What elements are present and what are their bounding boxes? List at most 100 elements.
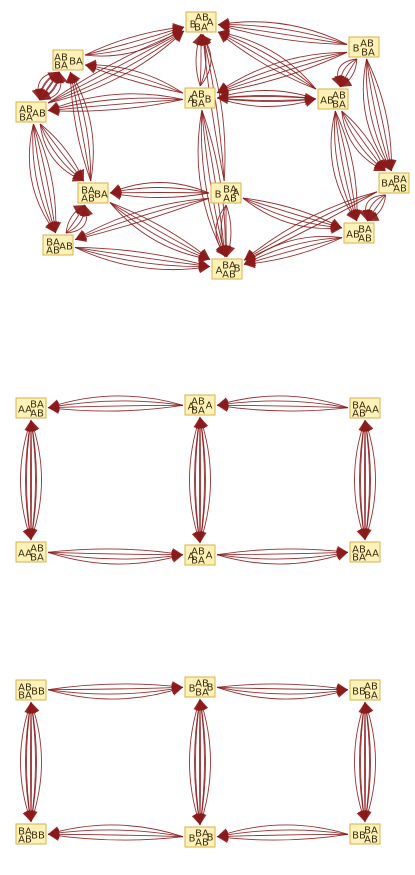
node-label-part: BA [94,190,108,201]
arrowhead-p2-to-p3-4 [336,688,348,698]
edge-n10-to-n11-4 [74,246,211,271]
edge-n3-to-n1-3 [217,24,348,45]
edge-n5-to-n2-3 [84,64,184,94]
node-label-part: BA [69,57,83,68]
edge-n10-to-n11-3 [74,246,211,268]
edge-p6-to-p5-2 [216,833,349,838]
node-label-part: AB [223,194,237,205]
edge-p6-to-p3-1 [360,701,366,823]
node-box [349,541,381,563]
node-label-part: BA [46,238,60,249]
node-label-part: BA [393,175,407,186]
edge-n7-to-n2-2 [69,71,92,182]
edge-n4-to-n10-2 [32,123,57,234]
node-label-part: AB [360,39,374,50]
node-label-part: AA [18,405,32,416]
edge-n5-to-n4-1 [47,98,184,112]
node-box [211,258,243,280]
arrowhead-m6-to-m3-4 [363,420,374,432]
edge-p6-to-p5-1 [216,833,349,841]
node-label-part: AB [364,835,378,846]
node-label-part: BA [222,261,236,272]
node-label-part: BA [352,553,366,564]
node-label-part: BA [364,691,378,702]
edge-m1-to-m4-3 [25,419,32,541]
edge-p5-to-p4-3 [47,829,184,838]
edge-m5-to-m2-3 [199,416,206,544]
node-label-part: BA [191,406,205,417]
edge-p2-to-p3-2 [216,686,349,691]
node-label-part: BA [194,23,208,34]
arrowhead-m5-to-m2-4 [198,417,209,429]
arrowhead-n2-to-n4-4 [31,88,42,100]
edge-p1-to-p4-3 [25,701,32,823]
edge-p5-to-p2-2 [199,698,201,826]
edge-n3-to-n5-1 [216,51,348,94]
node-label-part: B [189,684,196,695]
edge-p1-to-p2-1 [47,683,184,691]
edge-n10-to-n11-2 [74,246,211,268]
arrowhead-n3-to-n1-4 [218,17,230,28]
edge-n8-to-n7-4 [109,182,210,194]
node-label-part: BB [31,687,45,698]
edge-n4-to-n10-3 [32,123,57,234]
edge-m6-to-m3-4 [364,419,376,541]
edge-layer [28,17,397,274]
edge-n6-to-n12-4 [334,110,358,222]
node-label-part: AB [364,682,378,693]
edge-p1-to-p4-4 [20,701,32,823]
node-label-part: BA [381,179,395,190]
node-label-part: AB [54,53,68,64]
node-label-part: AB [222,270,236,281]
edge-n6-to-n12-2 [334,110,358,222]
node-label-part: BA [361,48,375,59]
arrowhead-n10-to-n7-4 [83,205,93,217]
node-label-part: AA [18,549,32,560]
node-label-part: AB [352,409,366,420]
edge-p5-to-p2-3 [199,698,206,826]
node-label-part: AB [195,13,209,24]
node-label-part: AB [191,397,205,408]
node-box [317,88,349,110]
edge-n4-to-n10-4 [32,123,56,234]
node-label-part: BA [54,61,68,72]
node-label-part: AB [320,96,334,107]
node-box [185,11,217,33]
edge-m4-to-m5-1 [47,548,184,556]
node-box [184,544,216,566]
arrowhead-m5-to-m6-4 [336,551,348,561]
node-label-part: AB [30,409,44,420]
edge-m5-to-m2-2 [199,416,201,544]
edge-p1-to-p4-1 [30,701,36,823]
node-box [210,182,242,204]
node-box [348,36,380,58]
edge-p4-to-p1-4 [30,701,42,823]
node-label-part: A [188,402,195,413]
node-box [184,87,216,109]
edge-m1-to-m4-4 [20,419,32,541]
node-label-part: AB [19,105,33,116]
node-label-part: AB [332,91,346,102]
edge-n3-to-n1-2 [217,24,348,45]
node-label-part: B [207,833,214,844]
node-label-part: BA [81,186,95,197]
edge-layer [20,395,376,565]
edge-m5-to-m6-3 [216,551,349,560]
edge-n7-to-n11-3 [109,202,211,260]
edge-m2-to-m1-4 [47,395,184,409]
node-label-part: BA [195,688,209,699]
node-box [378,172,410,194]
node-label-part: AB [358,234,372,245]
edge-p3-to-p6-4 [354,701,366,823]
arrowhead-p1-to-p4-4 [22,810,33,822]
arrowhead-p5-to-p2-4 [198,699,209,711]
node-label-part: BA [30,400,44,411]
edge-p2-to-p3-1 [216,683,349,691]
